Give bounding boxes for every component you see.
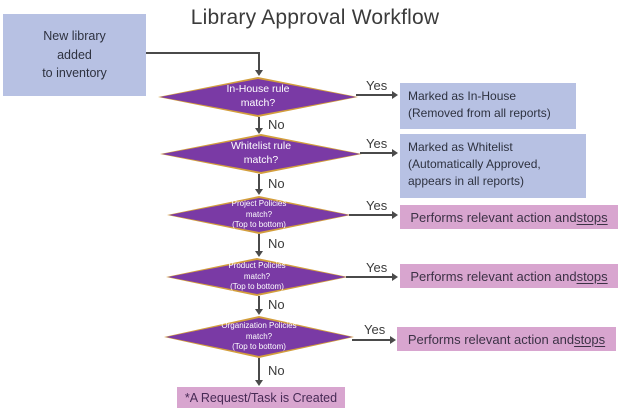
yes-label-2: Yes <box>366 136 388 151</box>
no-label-4: No <box>268 297 285 312</box>
arrow-down-icon <box>255 309 263 315</box>
arrow-right-icon <box>392 91 398 99</box>
yes-connector-3 <box>349 214 392 216</box>
decision-label: Whitelist rule match? <box>230 140 292 166</box>
arrow-right-icon <box>392 273 398 281</box>
outcome-action-stops: stops <box>576 209 608 225</box>
yes-label-3: Yes <box>366 198 388 213</box>
outcome-action-text: Performs relevant action and <box>410 268 577 284</box>
decision-whitelist-rule: Whitelist rule match? <box>160 134 362 174</box>
no-connector-5 <box>258 358 260 381</box>
decision-label: Product Policies match? (Top to bottom) <box>228 260 286 292</box>
arrow-down-icon <box>255 380 263 386</box>
outcome-action-product: Performs relevant action and stops <box>400 264 618 288</box>
start-connector-vertical <box>258 52 260 71</box>
no-connector-1 <box>258 117 260 129</box>
decision-label: Project Policies match? (Top to bottom) <box>231 198 287 230</box>
outcome-action-project: Performs relevant action and stops <box>400 205 618 229</box>
no-label-2: No <box>268 176 285 191</box>
decision-project-policies: Project Policies match? (Top to bottom) <box>167 196 351 234</box>
decision-label: In-House rule match? <box>226 83 290 109</box>
start-connector-horizontal <box>146 52 259 54</box>
decision-in-house-rule: In-House rule match? <box>158 77 358 117</box>
arrow-right-icon <box>392 149 398 157</box>
diagram-title: Library Approval Workflow <box>190 6 440 29</box>
yes-connector-5 <box>352 339 390 341</box>
arrow-down-icon <box>255 70 263 76</box>
outcome-action-text: Performs relevant action and <box>410 209 577 225</box>
yes-connector-4 <box>346 276 392 278</box>
decision-organization-policies: Organization Policies match? (Top to bot… <box>164 316 354 358</box>
start-node-new-library: New library added to inventory <box>3 14 146 96</box>
decision-label: Organization Policies match? (Top to bot… <box>221 320 297 352</box>
arrow-right-icon <box>392 211 398 219</box>
no-connector-2 <box>258 174 260 190</box>
no-label-1: No <box>268 117 285 132</box>
outcome-action-stops: stops <box>574 331 606 347</box>
arrow-down-icon <box>255 128 263 134</box>
yes-label-1: Yes <box>366 78 388 93</box>
no-label-5: No <box>268 363 285 378</box>
yes-label-5: Yes <box>364 322 386 337</box>
yes-connector-1 <box>356 94 392 96</box>
outcome-action-organization: Performs relevant action and stops <box>397 327 616 351</box>
decision-product-policies: Product Policies match? (Top to bottom) <box>166 258 348 296</box>
no-connector-3 <box>258 234 260 252</box>
outcome-action-stops: stops <box>576 268 608 284</box>
end-node-request-task-created: *A Request/Task is Created <box>177 387 345 408</box>
arrow-down-icon <box>255 251 263 257</box>
no-label-3: No <box>268 236 285 251</box>
outcome-marked-whitelist: Marked as Whitelist (Automatically Appro… <box>400 134 586 198</box>
arrow-down-icon <box>255 189 263 195</box>
yes-connector-2 <box>360 152 392 154</box>
outcome-marked-in-house: Marked as In-House (Removed from all rep… <box>400 83 576 129</box>
no-connector-4 <box>258 296 260 310</box>
yes-label-4: Yes <box>366 260 388 275</box>
arrow-right-icon <box>390 336 396 344</box>
outcome-action-text: Performs relevant action and <box>407 331 575 347</box>
